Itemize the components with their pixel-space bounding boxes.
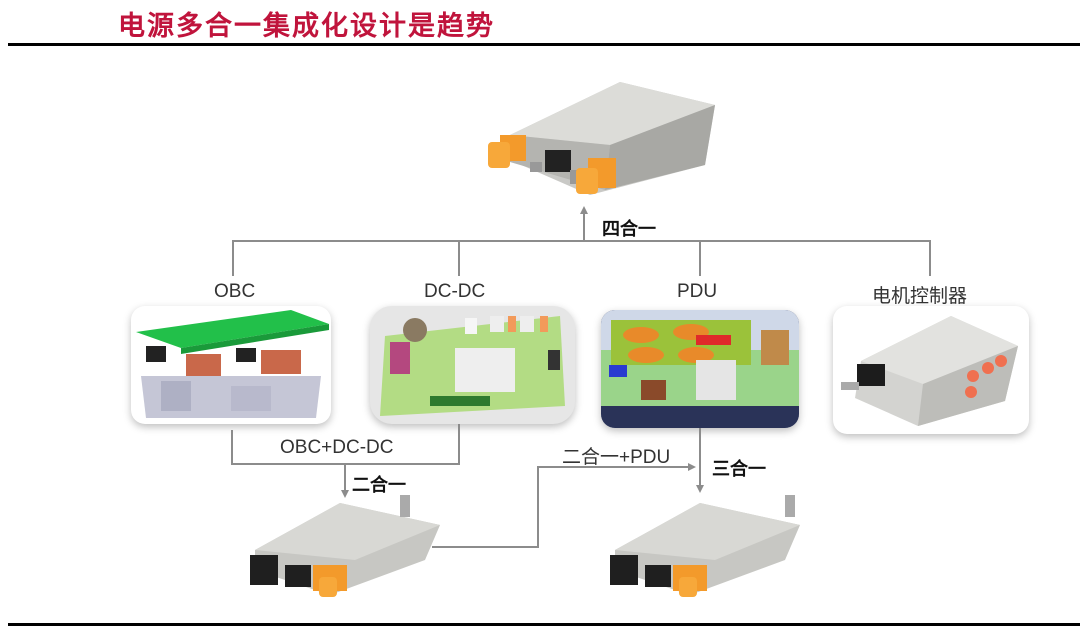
motor-controller-image [833, 306, 1029, 434]
riser [537, 466, 539, 548]
arrow-right-icon [688, 463, 696, 471]
combo-two-in-one-pdu-label: 二合一+PDU [562, 447, 671, 468]
footer-divider [8, 623, 1080, 626]
component-label-obc: OBC [214, 281, 256, 302]
combo-bar [231, 463, 460, 465]
connector-to-four-in-one [583, 213, 585, 242]
bus-drop-motor [929, 240, 931, 276]
obc-module-image [131, 306, 331, 424]
combo-obc-dcdc-label: OBC+DC-DC [280, 437, 394, 458]
component-label-dcdc: DC-DC [424, 281, 486, 302]
three-in-one-label: 三合一 [712, 459, 766, 480]
title-divider [8, 43, 1080, 46]
four-in-one-device-image [488, 82, 715, 195]
two-in-one-device-image [250, 495, 440, 597]
arrow-down-icon [696, 485, 704, 493]
two-in-one-label: 二合一 [352, 475, 406, 496]
pdu-module-image [601, 310, 799, 428]
arrow-down-icon [341, 490, 349, 498]
component-label-motor-controller: 电机控制器 [872, 286, 968, 307]
pdu-to-three-in-one [699, 428, 701, 486]
page-title: 电源多合一集成化设计是趋势 [118, 11, 495, 42]
two-in-one-out [432, 546, 539, 548]
bus-drop-pdu [699, 240, 701, 276]
component-label-pdu: PDU [677, 281, 718, 302]
obc-drop [231, 430, 233, 465]
arrow-up-icon [580, 206, 588, 214]
to-two-in-one [344, 465, 346, 492]
component-bus [232, 240, 931, 242]
bus-drop-dcdc [458, 240, 460, 276]
to-three-in-one [537, 466, 689, 468]
dcdc-board-image [370, 306, 575, 424]
dcdc-drop [458, 424, 460, 465]
four-in-one-label: 四合一 [602, 219, 656, 240]
three-in-one-device-image [610, 495, 800, 597]
bus-drop-obc [232, 240, 234, 276]
